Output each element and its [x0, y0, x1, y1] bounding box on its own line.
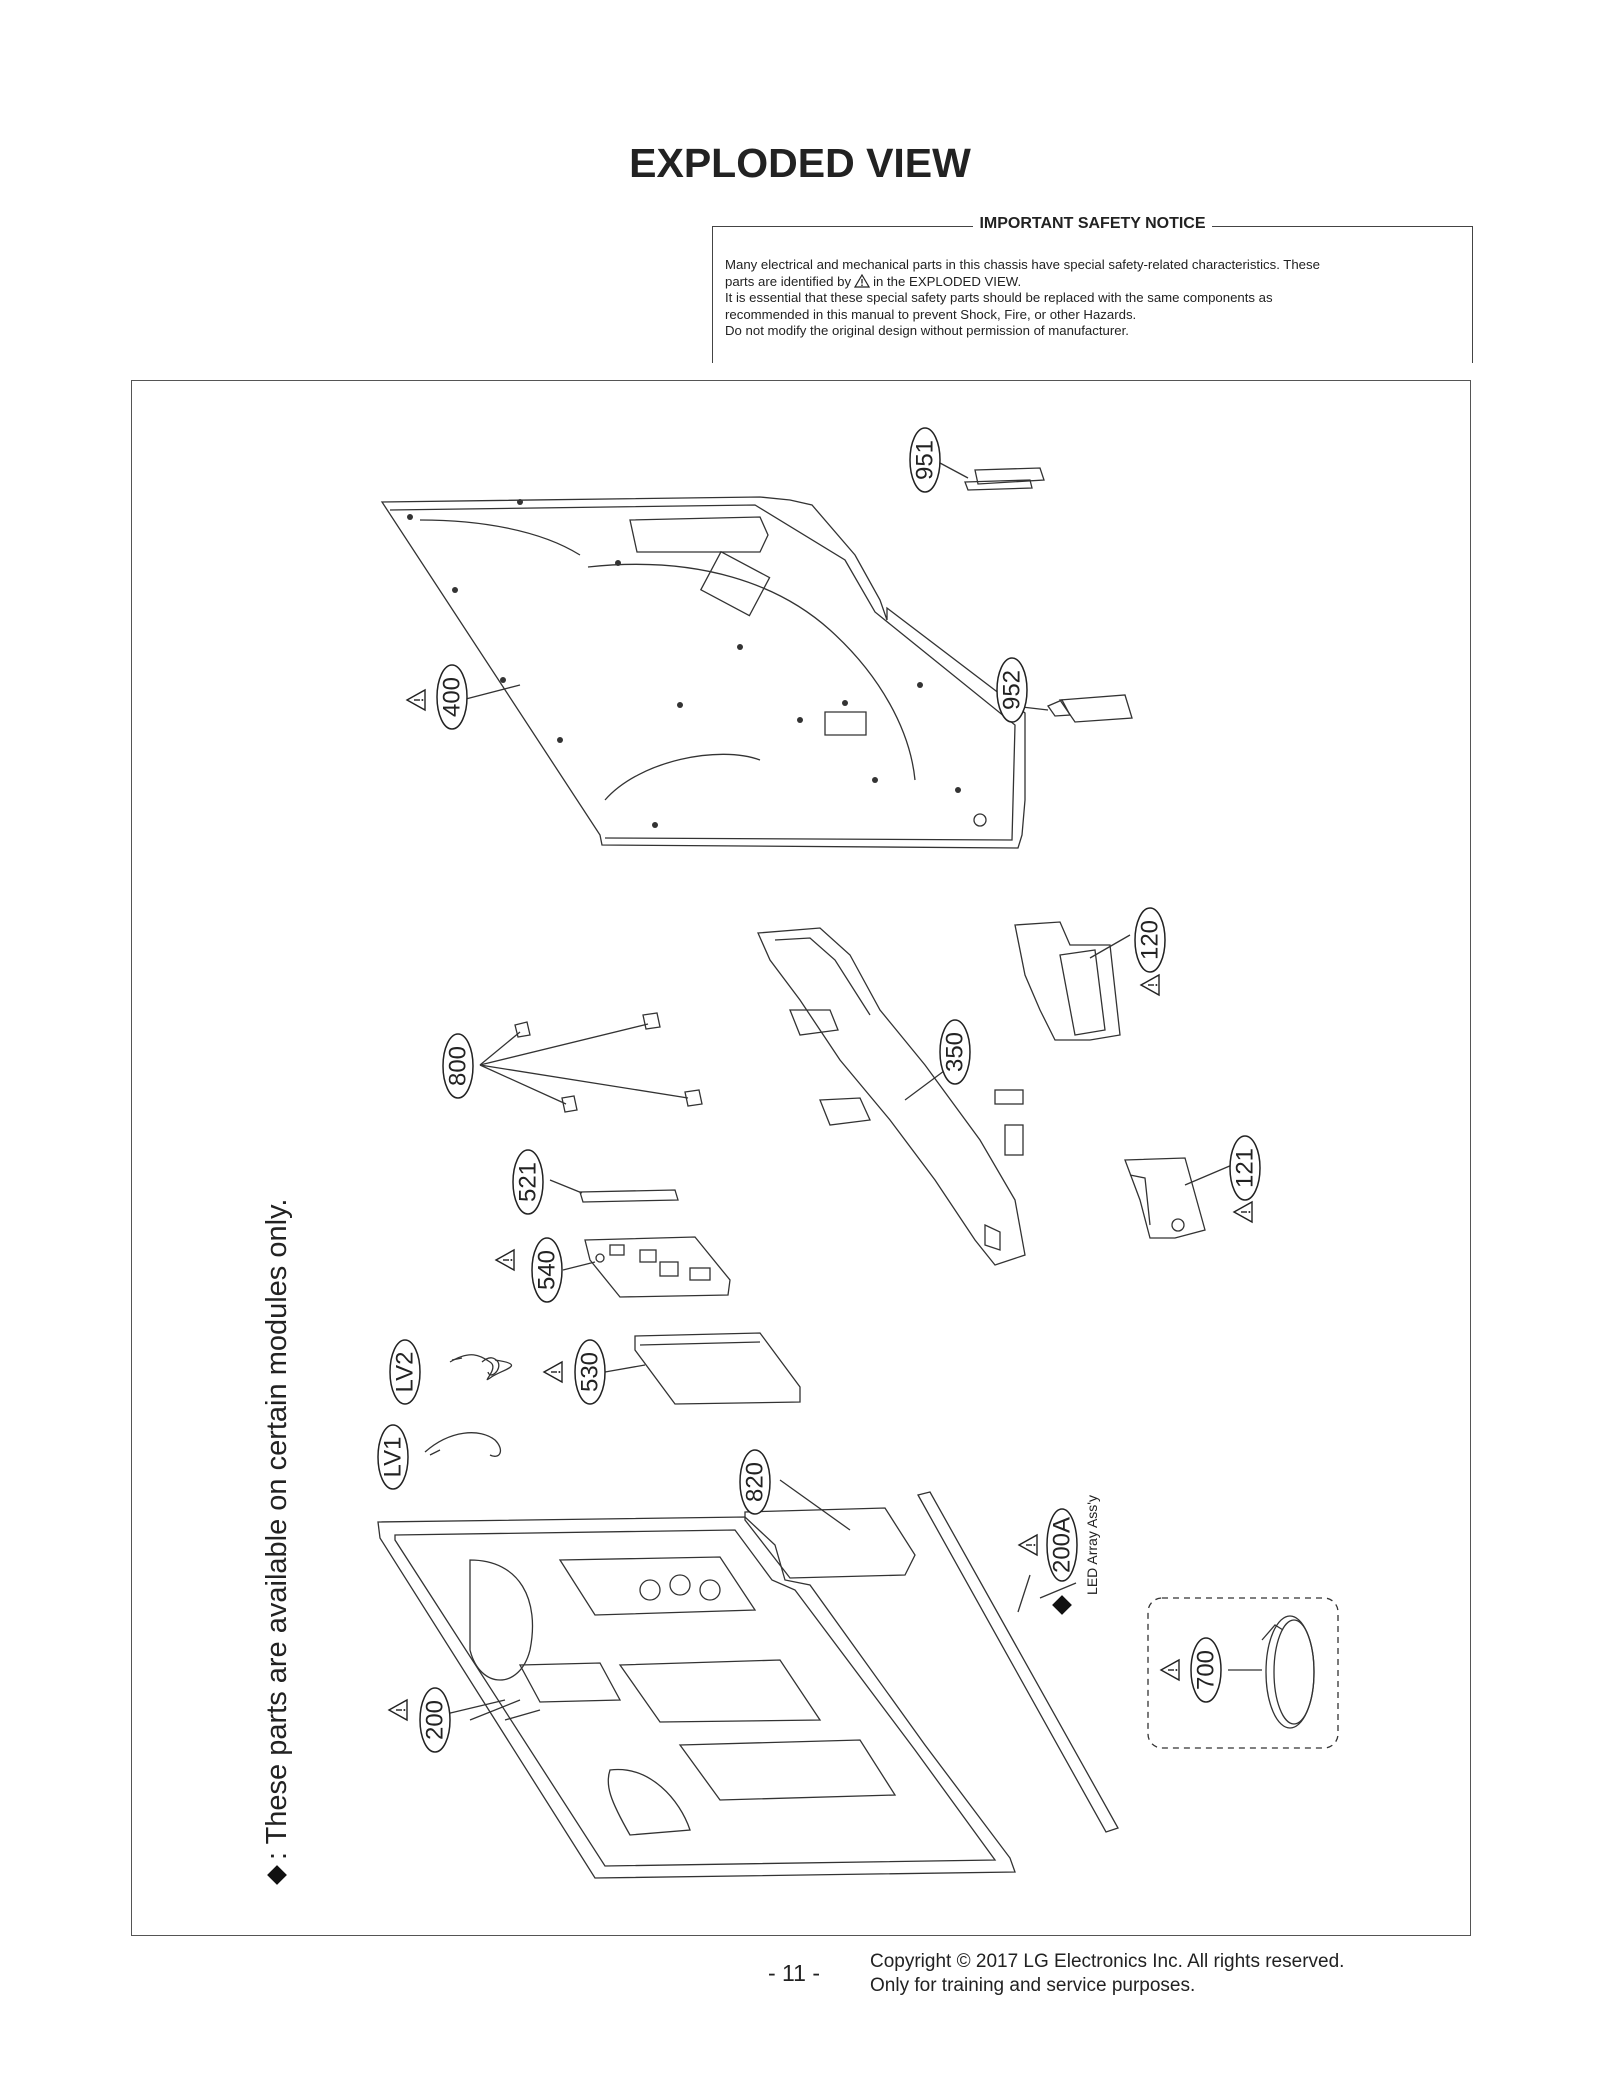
callout-530: 530 — [577, 1352, 604, 1392]
callout-400: 400 — [439, 677, 466, 717]
part-200a-led-bar — [917, 1491, 1119, 1833]
callout-952: 952 — [999, 670, 1026, 710]
diamond-marker-icon — [1052, 1595, 1072, 1615]
notice-line-2b: in the EXPLODED VIEW. — [873, 273, 1022, 289]
page-number: - 11 - — [768, 1960, 820, 1986]
warning-triangle-icon — [495, 1249, 515, 1271]
safety-notice-body: Many electrical and mechanical parts in … — [725, 257, 1460, 340]
warning-triangle-icon — [854, 273, 871, 288]
callout-200: 200 — [422, 1700, 449, 1740]
part-121-speaker — [1124, 1157, 1233, 1239]
warning-triangle-icon — [1160, 1659, 1180, 1681]
safety-notice-heading: IMPORTANT SAFETY NOTICE — [973, 215, 1212, 232]
part-200-panel-frame — [377, 1516, 1016, 1879]
callout-121: 121 — [1232, 1148, 1259, 1188]
page-title: EXPLODED VIEW — [629, 140, 971, 186]
warning-triangle-icon — [543, 1361, 563, 1383]
part-lv1-cable — [424, 1432, 502, 1457]
safety-notice-box: IMPORTANT SAFETY NOTICE Many electrical … — [712, 215, 1473, 363]
side-note: : These parts are available on certain m… — [261, 1199, 293, 1860]
callout-800: 800 — [445, 1046, 472, 1086]
diagram-frame — [131, 380, 1471, 1936]
callout-350: 350 — [942, 1032, 969, 1072]
part-540-main-board — [562, 1236, 731, 1298]
notice-line-2: parts are identified by in the EXPLODED V… — [725, 273, 1460, 291]
part-820-shield — [744, 1479, 916, 1579]
part-700-optional-box — [1147, 1597, 1339, 1749]
callout-lv2: LV2 — [392, 1352, 419, 1393]
warning-triangle-icon — [1018, 1534, 1038, 1556]
led-array-label: LED Array Ass'y — [1084, 1495, 1100, 1595]
warning-triangle-icon — [388, 1699, 408, 1721]
part-350-stand-bracket — [757, 927, 1026, 1266]
callout-540: 540 — [534, 1250, 561, 1290]
callout-951: 951 — [912, 440, 939, 480]
callout-700: 700 — [1193, 1650, 1220, 1690]
part-800-clips — [479, 1012, 703, 1113]
copyright-line: Copyright © 2017 LG Electronics Inc. All… — [870, 1951, 1345, 1972]
notice-line-3: It is essential that these special safet… — [725, 290, 1273, 305]
notice-line-4: recommended in this manual to prevent Sh… — [725, 306, 1137, 322]
warning-triangle-icon — [1233, 1201, 1253, 1223]
callout-120: 120 — [1137, 920, 1164, 960]
warning-triangle-icon — [406, 689, 426, 711]
back-cover-400 — [380, 496, 1026, 849]
part-120-speaker — [1014, 921, 1131, 1041]
part-lv2-cable — [449, 1354, 513, 1381]
notice-line-2a: parts are identified by — [725, 273, 852, 289]
callout-ellipses — [377, 427, 1261, 1753]
callout-lv1: LV1 — [380, 1437, 407, 1478]
part-952-bracket — [1021, 694, 1133, 723]
part-700-cable — [1228, 1615, 1315, 1729]
callout-200a: 200A — [1049, 1517, 1076, 1573]
part-951-bracket — [939, 462, 1045, 491]
notice-line-1: Many electrical and mechanical parts in … — [725, 257, 1320, 272]
notice-line-5: Do not modify the original design withou… — [725, 323, 1129, 338]
footer-copyright: Copyright © 2017 LG Electronics Inc. All… — [870, 1950, 1344, 1998]
callout-820: 820 — [742, 1462, 769, 1502]
part-530-power-board — [604, 1332, 801, 1405]
back-cover-screw-holes — [407, 499, 961, 828]
diamond-legend-icon — [267, 1865, 287, 1885]
callout-521: 521 — [515, 1162, 542, 1202]
purpose-line: Only for training and service purposes. — [870, 1975, 1196, 1996]
warning-triangle-icon — [1140, 974, 1160, 996]
part-521-bracket — [549, 1179, 679, 1203]
